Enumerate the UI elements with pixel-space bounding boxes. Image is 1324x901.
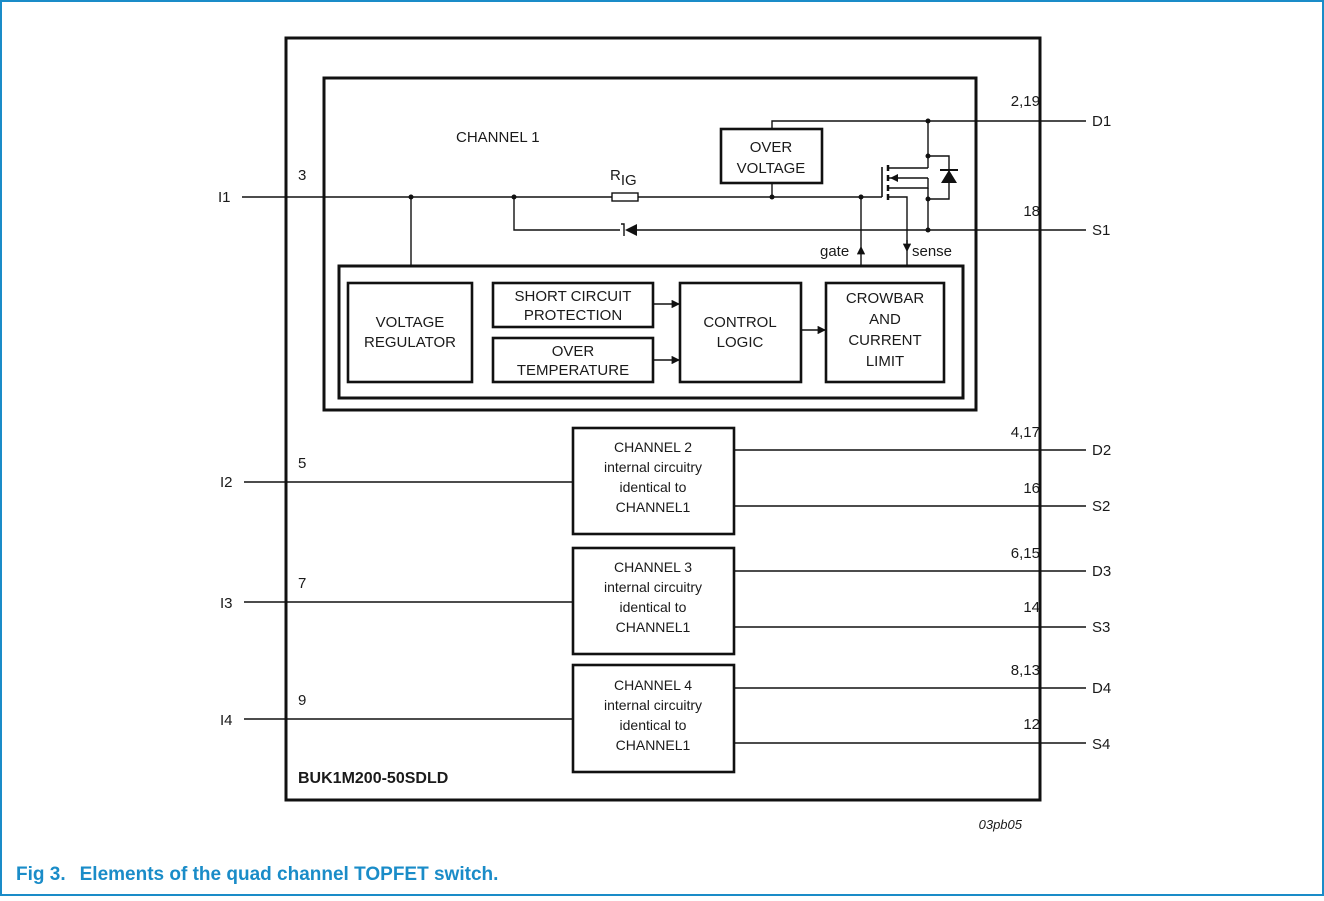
channel4-line3: identical to: [620, 717, 687, 733]
s3-terminal-label: S3: [1092, 619, 1110, 636]
i1-pin-number: 3: [298, 167, 306, 184]
d1-wire: [771, 120, 1086, 129]
crowbar-line2: AND: [869, 311, 901, 328]
mosfet-icon: [881, 165, 929, 250]
channel1-title: CHANNEL 1: [456, 129, 540, 146]
rig-label: RIG: [610, 167, 637, 189]
short-circuit-block: [491, 281, 655, 329]
over-temperature-line2: TEMPERATURE: [517, 362, 629, 379]
voltage-regulator-line2: REGULATOR: [364, 334, 456, 351]
s3-pin-number: 14: [1023, 599, 1040, 616]
channel2-line1: CHANNEL 2: [614, 439, 692, 455]
i2-pin-number: 5: [298, 455, 306, 472]
control-logic-line2: LOGIC: [717, 334, 764, 351]
channel4-line4: CHANNEL1: [616, 737, 691, 753]
d2-terminal-label: D2: [1092, 442, 1111, 459]
control-logic-line1: CONTROL: [703, 314, 776, 331]
gate-label: gate: [820, 243, 849, 260]
d3-pin-numbers: 6,15: [1011, 545, 1040, 562]
channel2-block: [571, 426, 736, 536]
caption-text: Elements of the quad channel TOPFET swit…: [80, 864, 499, 885]
crowbar-line1: CROWBAR: [846, 290, 925, 307]
channel3-line3: identical to: [620, 599, 687, 615]
over-temperature-line1: OVER: [552, 343, 595, 360]
figure-caption: Fig 3. Elements of the quad channel TOPFE…: [16, 864, 498, 885]
channel2-line4: CHANNEL1: [616, 499, 691, 515]
s4-pin-number: 12: [1023, 716, 1040, 733]
voltage-regulator-line1: VOLTAGE: [376, 314, 445, 331]
s1-terminal-label: S1: [1092, 222, 1110, 239]
i2-terminal-label: I2: [220, 474, 233, 491]
body-diode-icon: [928, 155, 958, 200]
over-temperature-block: [491, 336, 655, 384]
s1-pin-number: 18: [1023, 203, 1040, 220]
figure-tag: 03pb05: [979, 817, 1023, 832]
s2-pin-number: 16: [1023, 480, 1040, 497]
part-number: BUK1M200-50SDLD: [298, 770, 448, 787]
crowbar-line3: CURRENT: [848, 332, 921, 349]
caption-number: Fig 3.: [16, 864, 66, 885]
channel4-line1: CHANNEL 4: [614, 677, 692, 693]
i1-terminal-label: I1: [218, 189, 231, 206]
junction-dot: [925, 227, 931, 233]
short-circuit-line2: PROTECTION: [524, 307, 622, 324]
channel2-line3: identical to: [620, 479, 687, 495]
zener-diode-icon: [621, 223, 637, 236]
crowbar-line4: LIMIT: [866, 353, 904, 370]
channel4-block: [571, 663, 736, 774]
d4-terminal-label: D4: [1092, 680, 1111, 697]
d1-terminal-label: D1: [1092, 113, 1111, 130]
rig-resistor: [611, 192, 639, 202]
channel3-line2: internal circuitry: [604, 579, 702, 595]
channel2-line2: internal circuitry: [604, 459, 702, 475]
over-voltage-line2: VOLTAGE: [737, 160, 806, 177]
d1-pin-numbers: 2,19: [1011, 93, 1040, 110]
over-voltage-line1: OVER: [750, 139, 793, 156]
d2-pin-numbers: 4,17: [1011, 424, 1040, 441]
diode-wire: [513, 197, 620, 231]
control-logic-block: [678, 281, 803, 384]
i3-terminal-label: I3: [220, 595, 233, 612]
sense-label: sense: [912, 243, 952, 260]
i4-pin-number: 9: [298, 692, 306, 709]
s4-terminal-label: S4: [1092, 736, 1110, 753]
channel3-line1: CHANNEL 3: [614, 559, 692, 575]
i3-pin-number: 7: [298, 575, 306, 592]
channel3-block: [571, 546, 736, 656]
s2-terminal-label: S2: [1092, 498, 1110, 515]
d3-terminal-label: D3: [1092, 563, 1111, 580]
channel4-line2: internal circuitry: [604, 697, 702, 713]
i4-terminal-label: I4: [220, 712, 233, 729]
channel3-line4: CHANNEL1: [616, 619, 691, 635]
crowbar-block: [824, 281, 946, 384]
d4-pin-numbers: 8,13: [1011, 662, 1040, 679]
short-circuit-line1: SHORT CIRCUIT: [515, 288, 632, 305]
voltage-regulator-block: [346, 281, 474, 384]
junction-dot: [925, 118, 931, 124]
